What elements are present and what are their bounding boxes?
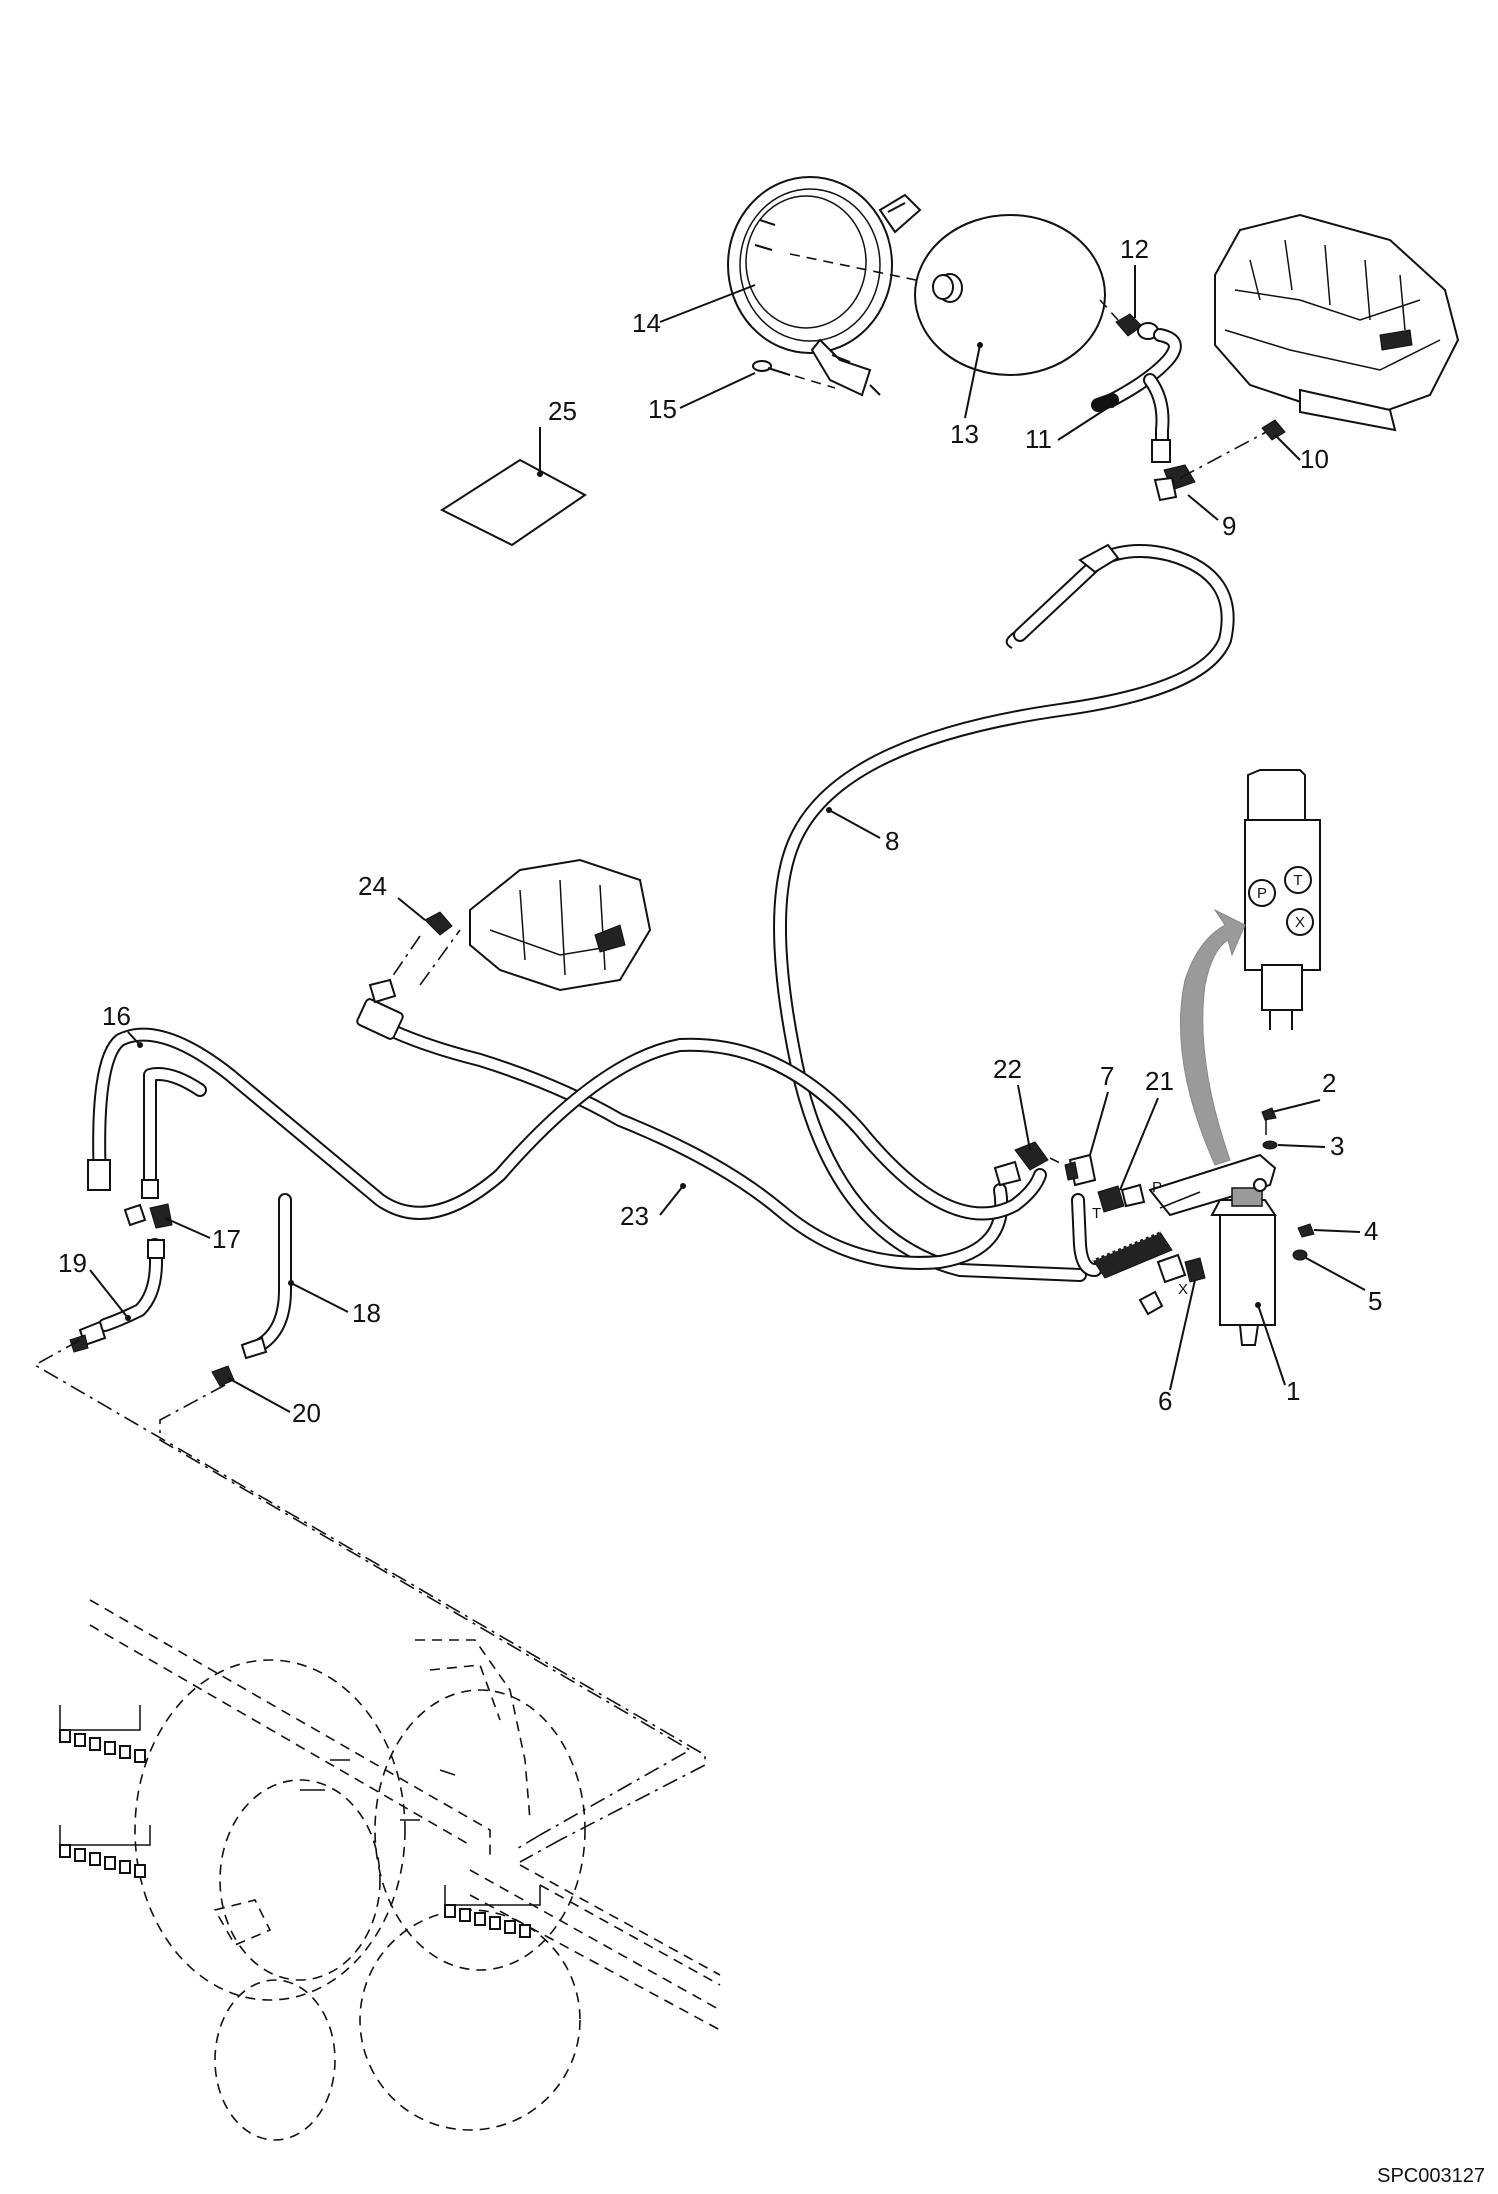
callout-3: 3 (1330, 1131, 1344, 1161)
port-p-label: P (1152, 1179, 1162, 1196)
accumulator (914, 214, 1106, 376)
screw-4 (1297, 1223, 1315, 1238)
decal (439, 458, 587, 547)
clamp-bracket (727, 176, 922, 397)
hose-11 (1091, 328, 1182, 463)
callout-5: 5 (1368, 1286, 1382, 1316)
fitting-6 (1138, 1253, 1206, 1316)
valve-port-t-label: T (1293, 872, 1302, 889)
callout-13: 13 (950, 419, 979, 449)
screw (752, 360, 791, 376)
callout-21: 21 (1145, 1066, 1174, 1096)
callout-25: 25 (548, 396, 577, 426)
port-x-label: X (1178, 1281, 1188, 1298)
drawing-reference-id: SPC003127 (1377, 2165, 1485, 2187)
callout-24: 24 (358, 871, 387, 901)
routing-lines (33, 1339, 706, 1863)
hose-23 (356, 998, 1009, 1270)
screw-2 (1261, 1107, 1277, 1135)
fitting-7 (1064, 1153, 1097, 1187)
detail-arrow (1180, 908, 1246, 1166)
callout-22: 22 (993, 1054, 1022, 1084)
hose-t-connector (1071, 1193, 1173, 1279)
callout-12: 12 (1120, 234, 1149, 264)
leader-lines (89, 265, 1366, 1413)
port-t-label: T (1092, 1205, 1101, 1222)
callout-9: 9 (1222, 511, 1236, 541)
washer-5 (1292, 1249, 1308, 1261)
callout-7: 7 (1100, 1061, 1114, 1091)
fitting-24 (368, 911, 453, 1004)
fitting-20 (211, 1365, 235, 1387)
hose-18 (240, 1193, 294, 1360)
valve-port-p-label: P (1257, 885, 1267, 902)
fitting-22 (993, 1141, 1049, 1187)
pilot-valve-detail: P T X (1244, 769, 1321, 1030)
washer-3 (1262, 1140, 1278, 1150)
undercarriage-phantom (59, 1599, 721, 2141)
callout-17: 17 (212, 1224, 241, 1254)
travel-valve (419, 858, 652, 992)
callout-19: 19 (58, 1248, 87, 1278)
hose-16 (87, 1027, 1047, 1221)
hose-8 (773, 543, 1235, 1282)
callout-14: 14 (632, 308, 661, 338)
callout-18: 18 (352, 1298, 381, 1328)
valve-port-x-label: X (1295, 914, 1305, 931)
fitting-9 (1153, 464, 1196, 502)
fitting-10 (1261, 419, 1286, 441)
callout-4: 4 (1364, 1216, 1378, 1246)
callout-20: 20 (292, 1398, 321, 1428)
main-control-valve (1214, 213, 1460, 432)
callout-11: 11 (1025, 424, 1052, 454)
callout-8: 8 (885, 826, 899, 856)
tee-17 (123, 1203, 173, 1229)
callout-labels: 1 2 3 4 5 6 7 8 9 10 11 12 13 14 15 16 1… (58, 234, 1382, 1428)
fitting-21 (1097, 1183, 1146, 1213)
callout-15: 15 (648, 394, 677, 424)
callout-6: 6 (1158, 1386, 1172, 1416)
hose-19 (69, 1238, 165, 1353)
callout-2: 2 (1322, 1068, 1336, 1098)
callout-1: 1 (1286, 1376, 1300, 1406)
callout-10: 10 (1300, 444, 1329, 474)
callout-16: 16 (102, 1001, 131, 1031)
callout-23: 23 (620, 1201, 649, 1231)
fitting-12 (1115, 313, 1159, 340)
